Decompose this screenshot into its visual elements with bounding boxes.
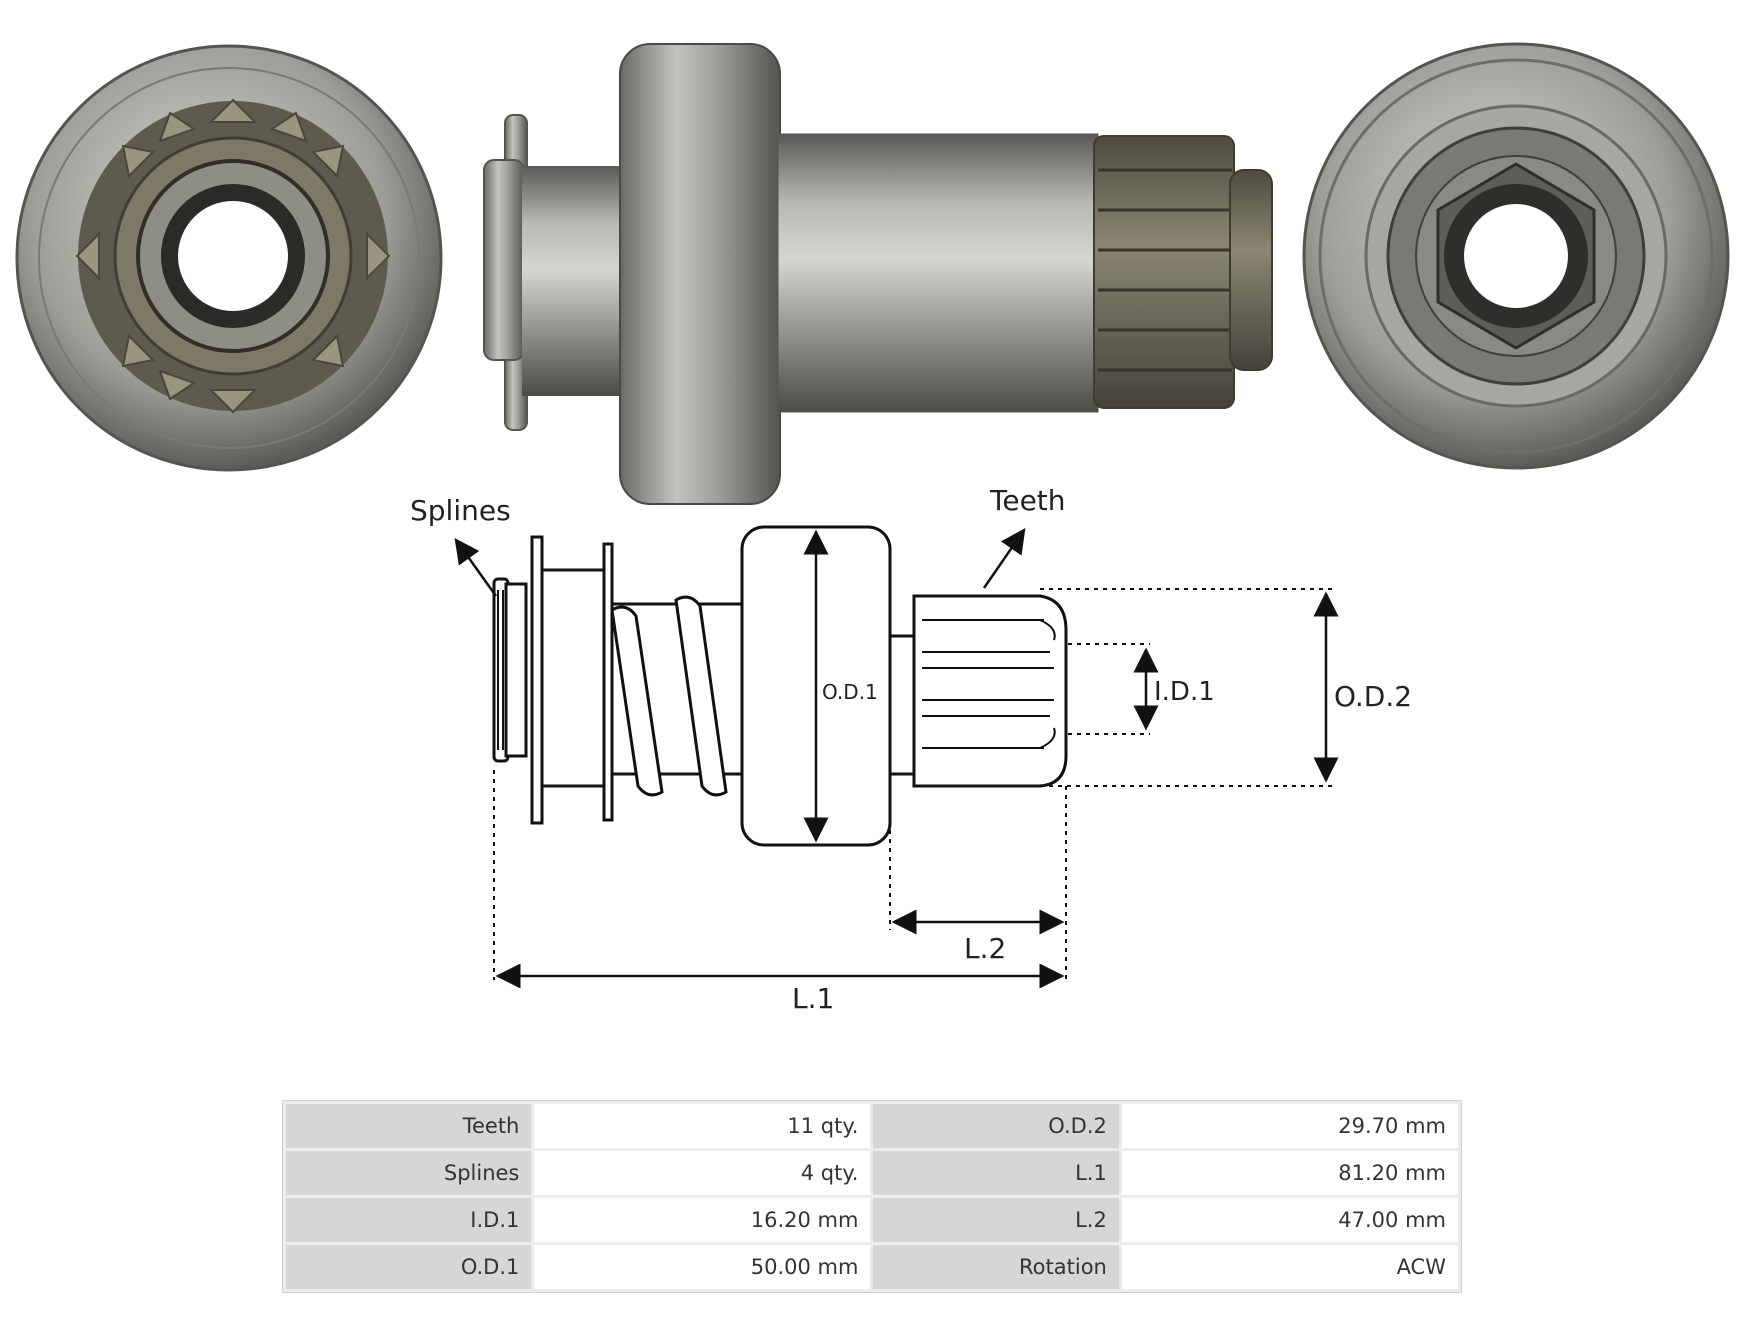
helix-turn-1 [610, 605, 664, 797]
spec-key: O.D.2 [873, 1104, 1119, 1148]
table-row: O.D.1 50.00 mm Rotation ACW [286, 1245, 1458, 1289]
spec-value: 47.00 mm [1121, 1198, 1458, 1242]
spec-value: 50.00 mm [534, 1245, 871, 1289]
spec-key: Teeth [286, 1104, 532, 1148]
label-l2: L.2 [964, 932, 1006, 965]
label-splines: Splines [410, 494, 511, 527]
spec-value: 11 qty. [534, 1104, 871, 1148]
collar [540, 568, 606, 788]
spec-key: Rotation [873, 1245, 1119, 1289]
photo-side-view [483, 43, 1273, 505]
photo-front-view [15, 44, 443, 472]
helix-turn-2 [674, 595, 728, 797]
table-row: I.D.1 16.20 mm L.2 47.00 mm [286, 1198, 1458, 1242]
spec-value: 29.70 mm [1121, 1104, 1458, 1148]
technical-drawing: Splines Teeth O.D.1 I.D.1 O.D.2 L.2 L.1 [410, 484, 1412, 1015]
table-row: Teeth 11 qty. O.D.2 29.70 mm [286, 1104, 1458, 1148]
spec-value: ACW [1121, 1245, 1458, 1289]
spec-value: 81.20 mm [1121, 1151, 1458, 1195]
spec-key: O.D.1 [286, 1245, 532, 1289]
spec-key: L.2 [873, 1198, 1119, 1242]
spec-value: 16.20 mm [534, 1198, 871, 1242]
photo-back-view [1302, 42, 1730, 470]
pinion-neck [888, 634, 916, 776]
spec-table: Teeth 11 qty. O.D.2 29.70 mm Splines 4 q… [282, 1100, 1462, 1293]
label-l1: L.1 [792, 982, 834, 1015]
label-teeth: Teeth [989, 484, 1066, 517]
pinion-gear [912, 594, 1068, 788]
spline-hub-ring [504, 582, 528, 758]
spec-key: L.1 [873, 1151, 1119, 1195]
label-id1: I.D.1 [1154, 677, 1215, 707]
label-od1: O.D.1 [822, 680, 878, 704]
spec-value: 4 qty. [534, 1151, 871, 1195]
product-photos [15, 42, 1730, 505]
spec-key: Splines [286, 1151, 532, 1195]
label-od2: O.D.2 [1334, 680, 1412, 713]
table-row: Splines 4 qty. L.1 81.20 mm [286, 1151, 1458, 1195]
spec-key: I.D.1 [286, 1198, 532, 1242]
